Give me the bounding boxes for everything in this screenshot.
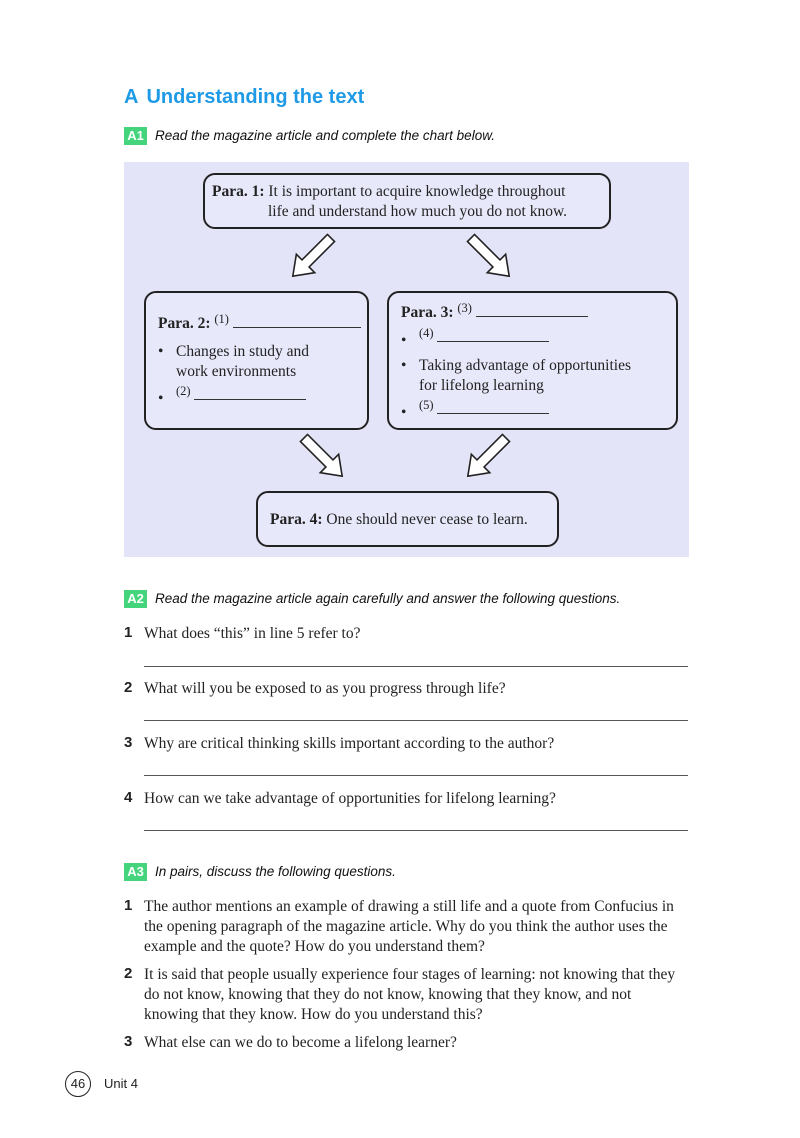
a3-question: 2 It is said that people usually experien… xyxy=(124,965,689,1025)
para1-line2: life and understand how much you do not … xyxy=(268,203,568,220)
question-number: 2 xyxy=(124,965,133,982)
arrows xyxy=(291,233,511,478)
para2-box: Para. 2: (1) • Changes in study and work … xyxy=(144,291,369,430)
question-number: 3 xyxy=(124,734,133,751)
answer-line[interactable] xyxy=(144,830,688,831)
blank4-number: (4) xyxy=(419,326,434,340)
bullet-icon: • xyxy=(401,404,407,421)
answer-line[interactable] xyxy=(144,775,688,776)
blank1-line[interactable] xyxy=(232,313,361,328)
para4-box: Para. 4: One should never cease to learn… xyxy=(256,491,559,547)
question-text: It is said that people usually experienc… xyxy=(144,966,676,1023)
question-number: 1 xyxy=(124,897,133,914)
bullet-icon: • xyxy=(401,357,407,374)
para2-bullet1-line2: work environments xyxy=(176,363,297,380)
para2-bullet1-line1: Changes in study and xyxy=(176,343,310,360)
page-number: 46 xyxy=(65,1071,91,1097)
para3-bullet2-line2: for lifelong learning xyxy=(419,377,544,394)
a2-instruction: Read the magazine article again carefull… xyxy=(155,591,621,606)
a2-question: 2 What will you be exposed to as you prog… xyxy=(124,679,689,699)
question-text: What will you be exposed to as you progr… xyxy=(144,680,506,697)
answer-line[interactable] xyxy=(144,720,688,721)
bullet-icon: • xyxy=(401,332,407,349)
a3-question: 1 The author mentions an example of drawi… xyxy=(124,897,689,957)
unit-label: Unit 4 xyxy=(104,1076,138,1091)
para3-bullet2-line1: Taking advantage of opportunities xyxy=(419,357,631,374)
para4-text: One should never cease to learn. xyxy=(326,511,528,528)
blank5-line[interactable] xyxy=(437,399,550,414)
chart-panel: Para. 1: It is important to acquire know… xyxy=(124,162,689,557)
section-letter: A xyxy=(124,86,139,108)
section-title: Understanding the text xyxy=(146,86,365,108)
question-number: 2 xyxy=(124,679,133,696)
arrow-icon xyxy=(299,433,344,478)
arrow-icon xyxy=(291,233,336,278)
bullet-icon: • xyxy=(158,390,164,407)
a1-instruction: Read the magazine article and complete t… xyxy=(155,128,495,143)
question-text: What else can we do to become a lifelong… xyxy=(144,1034,457,1051)
a3-instruction: In pairs, discuss the following question… xyxy=(155,864,396,879)
blank2-number: (2) xyxy=(176,384,191,398)
para1-label: Para. 1: xyxy=(212,183,265,200)
a2-question: 1 What does “this” in line 5 refer to? xyxy=(124,624,689,644)
a2-badge: A2 xyxy=(124,590,147,608)
blank3-number: (3) xyxy=(457,301,472,315)
question-text: The author mentions an example of drawin… xyxy=(144,898,674,955)
blank2-line[interactable] xyxy=(194,385,307,400)
a1-badge: A1 xyxy=(124,127,147,145)
blank3-line[interactable] xyxy=(475,302,588,317)
bullet-icon: • xyxy=(158,343,164,360)
question-number: 3 xyxy=(124,1033,133,1050)
blank1-number: (1) xyxy=(214,312,229,326)
question-number: 1 xyxy=(124,624,133,641)
para4-label: Para. 4: xyxy=(270,511,323,528)
para1-line1: It is important to acquire knowledge thr… xyxy=(268,183,566,200)
a2-question: 4 How can we take advantage of opportunit… xyxy=(124,789,689,809)
question-text: How can we take advantage of opportuniti… xyxy=(144,790,556,807)
a3-badge: A3 xyxy=(124,863,147,881)
question-number: 4 xyxy=(124,789,133,806)
section-heading: A Understanding the text xyxy=(124,86,364,109)
a2-question: 3 Why are critical thinking skills import… xyxy=(124,734,689,754)
para2-label: Para. 2: xyxy=(158,315,211,332)
blank4-line[interactable] xyxy=(437,327,550,342)
para3-label: Para. 3: xyxy=(401,304,454,321)
arrow-icon xyxy=(466,233,511,278)
question-text: Why are critical thinking skills importa… xyxy=(144,735,555,752)
arrow-icon xyxy=(466,433,511,478)
answer-line[interactable] xyxy=(144,666,688,667)
blank5-number: (5) xyxy=(419,398,434,412)
question-text: What does “this” in line 5 refer to? xyxy=(144,625,361,642)
a3-question: 3 What else can we do to become a lifelon… xyxy=(124,1033,689,1053)
para3-box: Para. 3: (3) • (4) • Taking advantage of… xyxy=(387,291,678,430)
para1-box: Para. 1: It is important to acquire know… xyxy=(203,173,611,229)
